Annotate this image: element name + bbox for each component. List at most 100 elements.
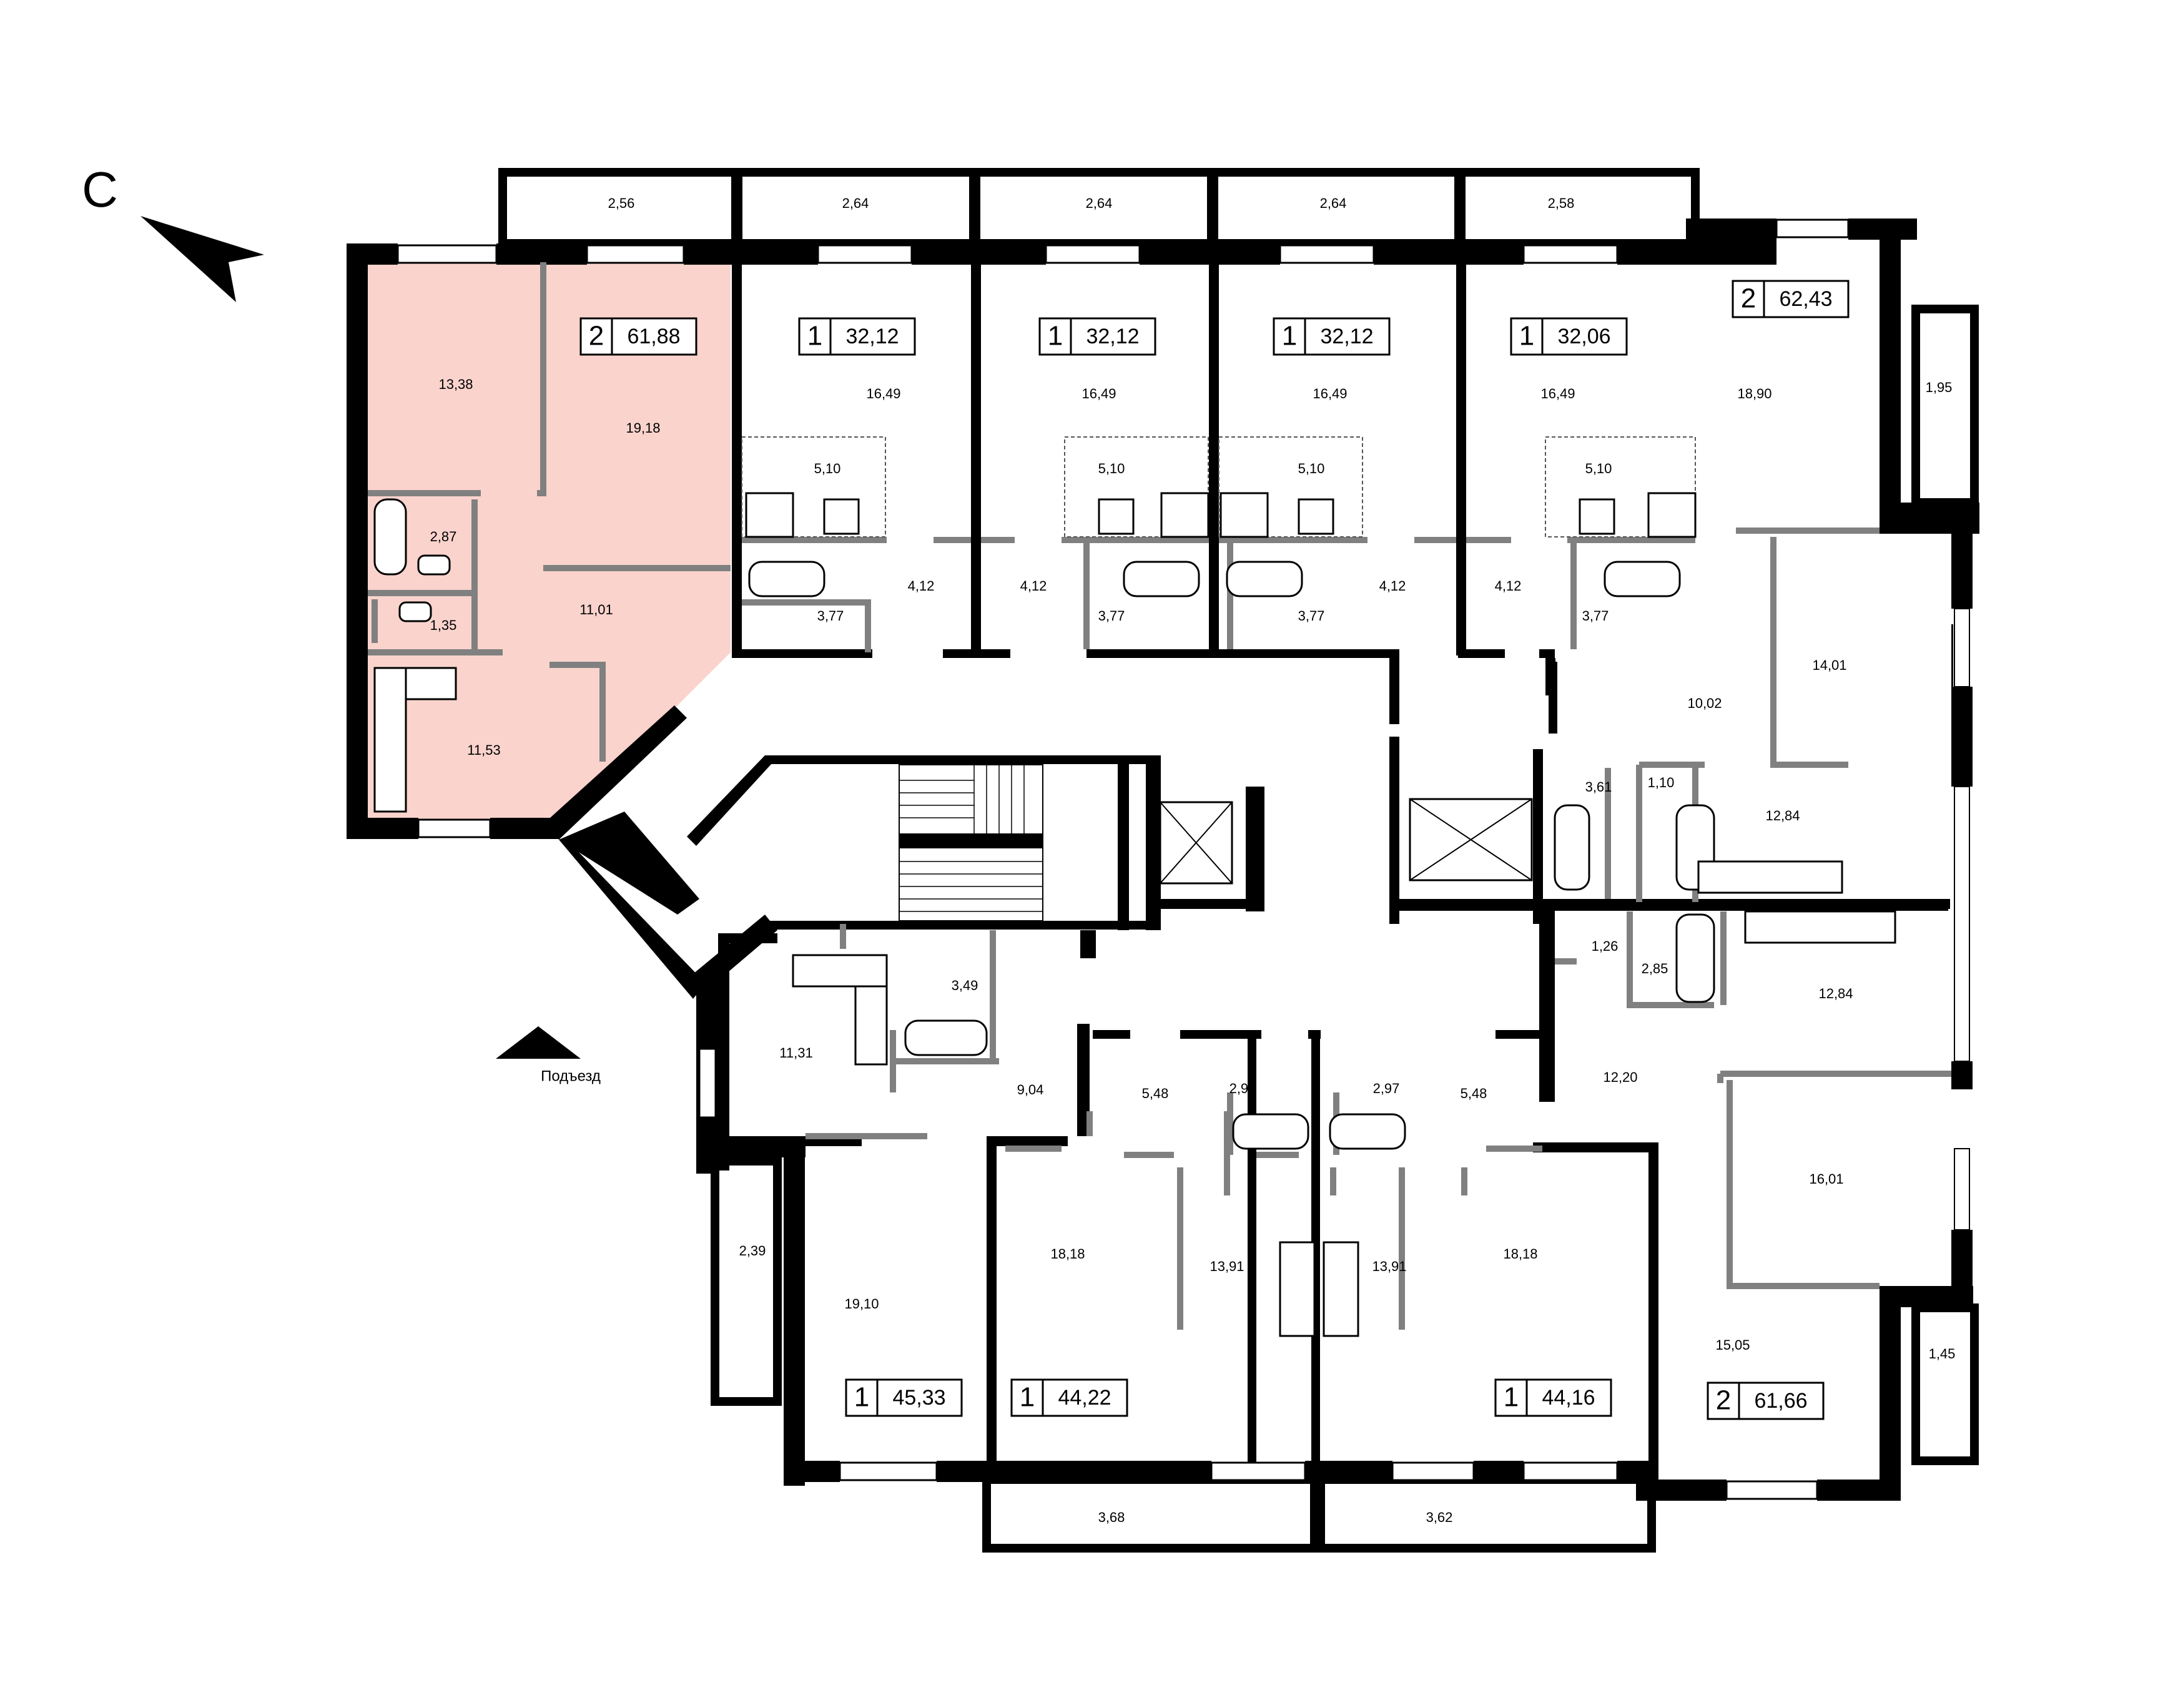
room-area-label: 2,58 [1548,195,1575,211]
room-area-label: 3,77 [1298,608,1325,624]
apartment-total-area: 32,12 [1086,325,1139,348]
apartment-badge-frame [1494,1378,1612,1417]
room-area-label: 16,49 [1540,386,1575,401]
room-area-label: 1,35 [430,617,457,633]
room-area-label: 2,64 [842,195,869,211]
room-area-label: 3,62 [1426,1509,1453,1525]
room-area-label: 2,64 [1320,195,1347,211]
room-area-label: 16,49 [1313,386,1347,401]
room-area-label: 1,10 [1648,775,1675,790]
room-area-label: 2,97 [1229,1081,1256,1096]
room-area-label: 14,01 [1812,657,1846,673]
apartment-room-count: 2 [1741,283,1756,314]
apartment-room-count: 1 [807,321,822,351]
room-area-label: 11,01 [579,602,613,617]
apartment-total-area: 32,12 [1320,325,1373,348]
room-area-label: 3,68 [1098,1509,1125,1525]
room-area-label: 5,48 [1461,1086,1487,1101]
room-area-label: 5,10 [814,461,841,476]
apartment-badge-frame [1510,317,1628,356]
entrance-label: Подъезд [541,1068,601,1084]
room-area-label: 13,38 [438,376,473,392]
room-area-label: 18,18 [1050,1246,1085,1262]
room-area-label: 5,10 [1098,461,1125,476]
room-area-label: 11,53 [467,742,500,758]
exterior-walls [347,218,1979,1501]
room-area-label: 1,45 [1929,1346,1956,1362]
apartment-total-area: 44,16 [1542,1386,1595,1410]
apartment-badge-frame [1273,317,1391,356]
north-arrow-icon [140,216,264,302]
apartment-badge-frame [845,1378,963,1417]
room-area-label: 3,61 [1585,779,1612,795]
fixtures [373,436,1896,1337]
room-area-label: 5,48 [1142,1086,1169,1101]
room-area-label: 2,39 [739,1243,766,1259]
entrance-arrow-icon [496,1026,581,1059]
apartment-total-area: 62,43 [1779,287,1832,311]
north-label: С [82,162,118,217]
apartment-room-count: 1 [1282,321,1297,351]
room-area-label: 9,04 [1017,1082,1044,1097]
apartment-room-count: 2 [589,321,604,351]
apartment-badge-frame [1707,1382,1825,1420]
room-area-label: 3,49 [952,978,978,993]
room-area-label: 12,84 [1818,986,1853,1001]
room-area-label: 2,87 [430,529,457,544]
partitions [368,262,1951,1330]
elevators [1159,798,1533,885]
apartment-total-area: 32,06 [1557,325,1610,348]
apartment-room-count: 1 [854,1382,869,1413]
room-area-label: 4,12 [1495,578,1522,594]
room-area-label: 16,49 [866,386,900,401]
room-area-label: 16,49 [1082,386,1116,401]
apartment-badge-frame [1038,317,1156,356]
apartment-room-count: 1 [1048,321,1063,351]
apartment-badge-frame [1732,280,1850,318]
room-area-label: 18,90 [1737,386,1771,401]
room-area-label: 12,20 [1603,1069,1637,1085]
room-area-label: 2,64 [1086,195,1113,211]
windows [397,218,1850,1500]
room-area-label: 4,12 [908,578,935,594]
apartment-room-count: 2 [1716,1385,1731,1416]
room-area-label: 19,10 [844,1296,879,1312]
room-area-label: 5,10 [1585,461,1612,476]
room-area-label: 1,95 [1926,380,1953,395]
apartment-total-area: 45,33 [892,1386,945,1410]
room-area-label: 1,26 [1592,938,1619,954]
room-area-label: 12,84 [1765,808,1800,823]
room-area-label: 10,02 [1687,695,1722,711]
room-area-label: 4,12 [1020,578,1047,594]
room-area-label: 4,12 [1379,578,1406,594]
room-area-label: 3,77 [1098,608,1125,624]
room-area-label: 2,56 [608,195,635,211]
apartment-room-count: 1 [1519,321,1534,351]
apartment-total-area: 32,12 [845,325,899,348]
room-area-label: 19,18 [626,420,660,436]
room-area-label: 11,31 [779,1045,812,1061]
apartment-total-area: 44,22 [1058,1386,1111,1410]
room-area-label: 3,77 [1582,608,1609,624]
room-area-label: 18,18 [1503,1246,1537,1262]
apartment-total-area: 61,66 [1754,1389,1807,1413]
room-area-label: 3,77 [817,608,844,624]
staircase [899,764,1043,921]
apartment-badge-frame [798,317,916,356]
apartment-badge-frame [579,317,697,356]
room-area-label: 13,91 [1210,1259,1244,1274]
room-area-label: 13,91 [1372,1259,1406,1274]
